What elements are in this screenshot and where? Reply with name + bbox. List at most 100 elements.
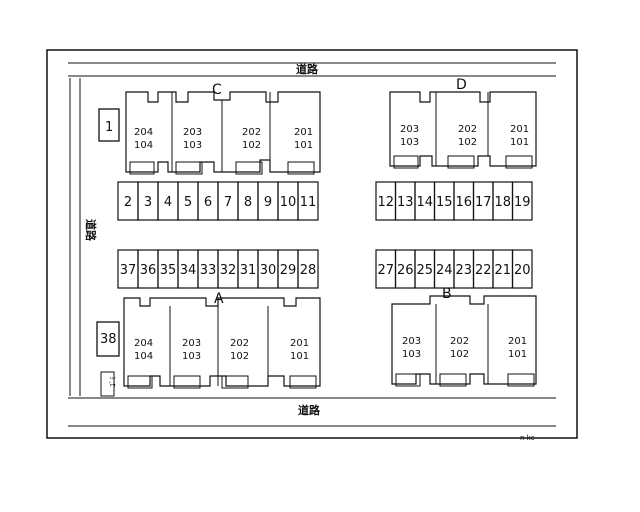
building-a-outline xyxy=(123,297,321,387)
building-d-label: D xyxy=(456,77,467,93)
balcony xyxy=(235,161,263,175)
parking-space-label: 8 xyxy=(244,195,252,210)
parking-space-label: 23 xyxy=(455,263,472,278)
parking-space-label: 18 xyxy=(494,195,511,210)
balcony xyxy=(129,161,155,175)
unit-upper: 202 xyxy=(242,127,261,138)
unit-lower: 102 xyxy=(458,137,477,148)
unit-lower: 101 xyxy=(290,351,309,362)
balcony xyxy=(393,155,419,169)
parking-space-38 xyxy=(96,321,120,357)
building-c-outline xyxy=(125,91,321,173)
parking-space-label: 4 xyxy=(164,195,172,210)
unit-upper: 202 xyxy=(230,338,249,349)
parking-space-label: 32 xyxy=(220,263,237,278)
balcony xyxy=(287,161,315,175)
unit-lower: 103 xyxy=(400,137,419,148)
corner-note: n kc xyxy=(520,434,535,442)
parking-space-label: 6 xyxy=(204,195,212,210)
parking-space-label: 37 xyxy=(120,263,137,278)
balcony xyxy=(507,373,535,387)
unit-upper: 202 xyxy=(458,124,477,135)
parking-space-label: 16 xyxy=(455,195,472,210)
parking-space-label: 10 xyxy=(280,195,297,210)
unit-lower: 103 xyxy=(182,351,201,362)
building-b-label: B xyxy=(442,286,452,302)
parking-space-label: 20 xyxy=(514,263,531,278)
unit-lower: 102 xyxy=(450,349,469,360)
parking-space-label: 22 xyxy=(475,263,492,278)
parking-space xyxy=(297,181,319,221)
balcony xyxy=(289,375,317,389)
parking-space-label: 26 xyxy=(397,263,414,278)
building-c-label: C xyxy=(212,82,222,98)
parking-space-label: 9 xyxy=(264,195,272,210)
parking-space-label: 25 xyxy=(416,263,433,278)
parking-space-label: 28 xyxy=(300,263,317,278)
parking-space-label: 27 xyxy=(377,263,394,278)
balcony xyxy=(127,375,153,389)
parking-space-label: 24 xyxy=(436,263,453,278)
unit-upper: 201 xyxy=(294,127,313,138)
parking-space-label: 36 xyxy=(140,263,157,278)
unit-lower: 102 xyxy=(242,140,261,151)
unit-upper: 203 xyxy=(183,127,202,138)
building-d xyxy=(389,91,537,167)
building-d-outline xyxy=(389,91,537,167)
balcony xyxy=(505,155,533,169)
parking-space-1 xyxy=(98,108,120,142)
parking-space-label: 29 xyxy=(280,263,297,278)
balcony xyxy=(175,161,203,175)
road-bottom-label: 道路 xyxy=(298,403,321,417)
unit-lower: 101 xyxy=(510,137,529,148)
unit-lower: 104 xyxy=(134,140,153,151)
parking-space-label: 11 xyxy=(300,195,317,210)
unit-lower: 103 xyxy=(402,349,421,360)
building-a xyxy=(123,297,321,387)
parking-space-label: 15 xyxy=(436,195,453,210)
building-c xyxy=(125,91,321,173)
parking-space xyxy=(297,249,319,289)
unit-lower: 101 xyxy=(294,140,313,151)
unit-upper: 203 xyxy=(182,338,201,349)
unit-upper: 202 xyxy=(450,336,469,347)
unit-upper: 204 xyxy=(134,127,153,138)
parking-space-label: 17 xyxy=(475,195,492,210)
parking-label-38: 38 xyxy=(100,332,117,347)
parking-space-label: 13 xyxy=(397,195,414,210)
parking-space-label: 5 xyxy=(184,195,192,210)
parking-space-label: 19 xyxy=(514,195,531,210)
road-top-label: 道路 xyxy=(296,62,319,76)
unit-upper: 201 xyxy=(508,336,527,347)
parking-space-label: 3 xyxy=(144,195,152,210)
balconies xyxy=(127,155,535,389)
parking-space-label: 12 xyxy=(377,195,394,210)
balcony xyxy=(447,155,475,169)
unit-lower: 103 xyxy=(183,140,202,151)
parking-space-label: 21 xyxy=(494,263,511,278)
parking-label-1: 1 xyxy=(105,120,113,135)
parking-space-label: 34 xyxy=(180,263,197,278)
building-a-label: A xyxy=(214,291,224,307)
site-boundary xyxy=(46,49,578,439)
parking-space-label: 33 xyxy=(200,263,217,278)
road-left-label: 道路 xyxy=(84,219,98,242)
parking-space xyxy=(511,181,533,221)
balcony xyxy=(439,373,467,387)
balcony xyxy=(173,375,201,389)
unit-lower: 101 xyxy=(508,349,527,360)
parking-space xyxy=(511,249,533,289)
parking-space-label: 7 xyxy=(224,195,232,210)
unit-upper: 204 xyxy=(134,338,153,349)
trash-area xyxy=(100,371,115,397)
parking-space-label: 30 xyxy=(260,263,277,278)
trash-label: ｺﾞﾐ xyxy=(109,377,117,388)
unit-upper: 203 xyxy=(402,336,421,347)
balcony xyxy=(395,373,421,387)
parking-space-label: 35 xyxy=(160,263,177,278)
unit-upper: 201 xyxy=(510,124,529,135)
unit-lower: 104 xyxy=(134,351,153,362)
parking-space-label: 14 xyxy=(416,195,433,210)
